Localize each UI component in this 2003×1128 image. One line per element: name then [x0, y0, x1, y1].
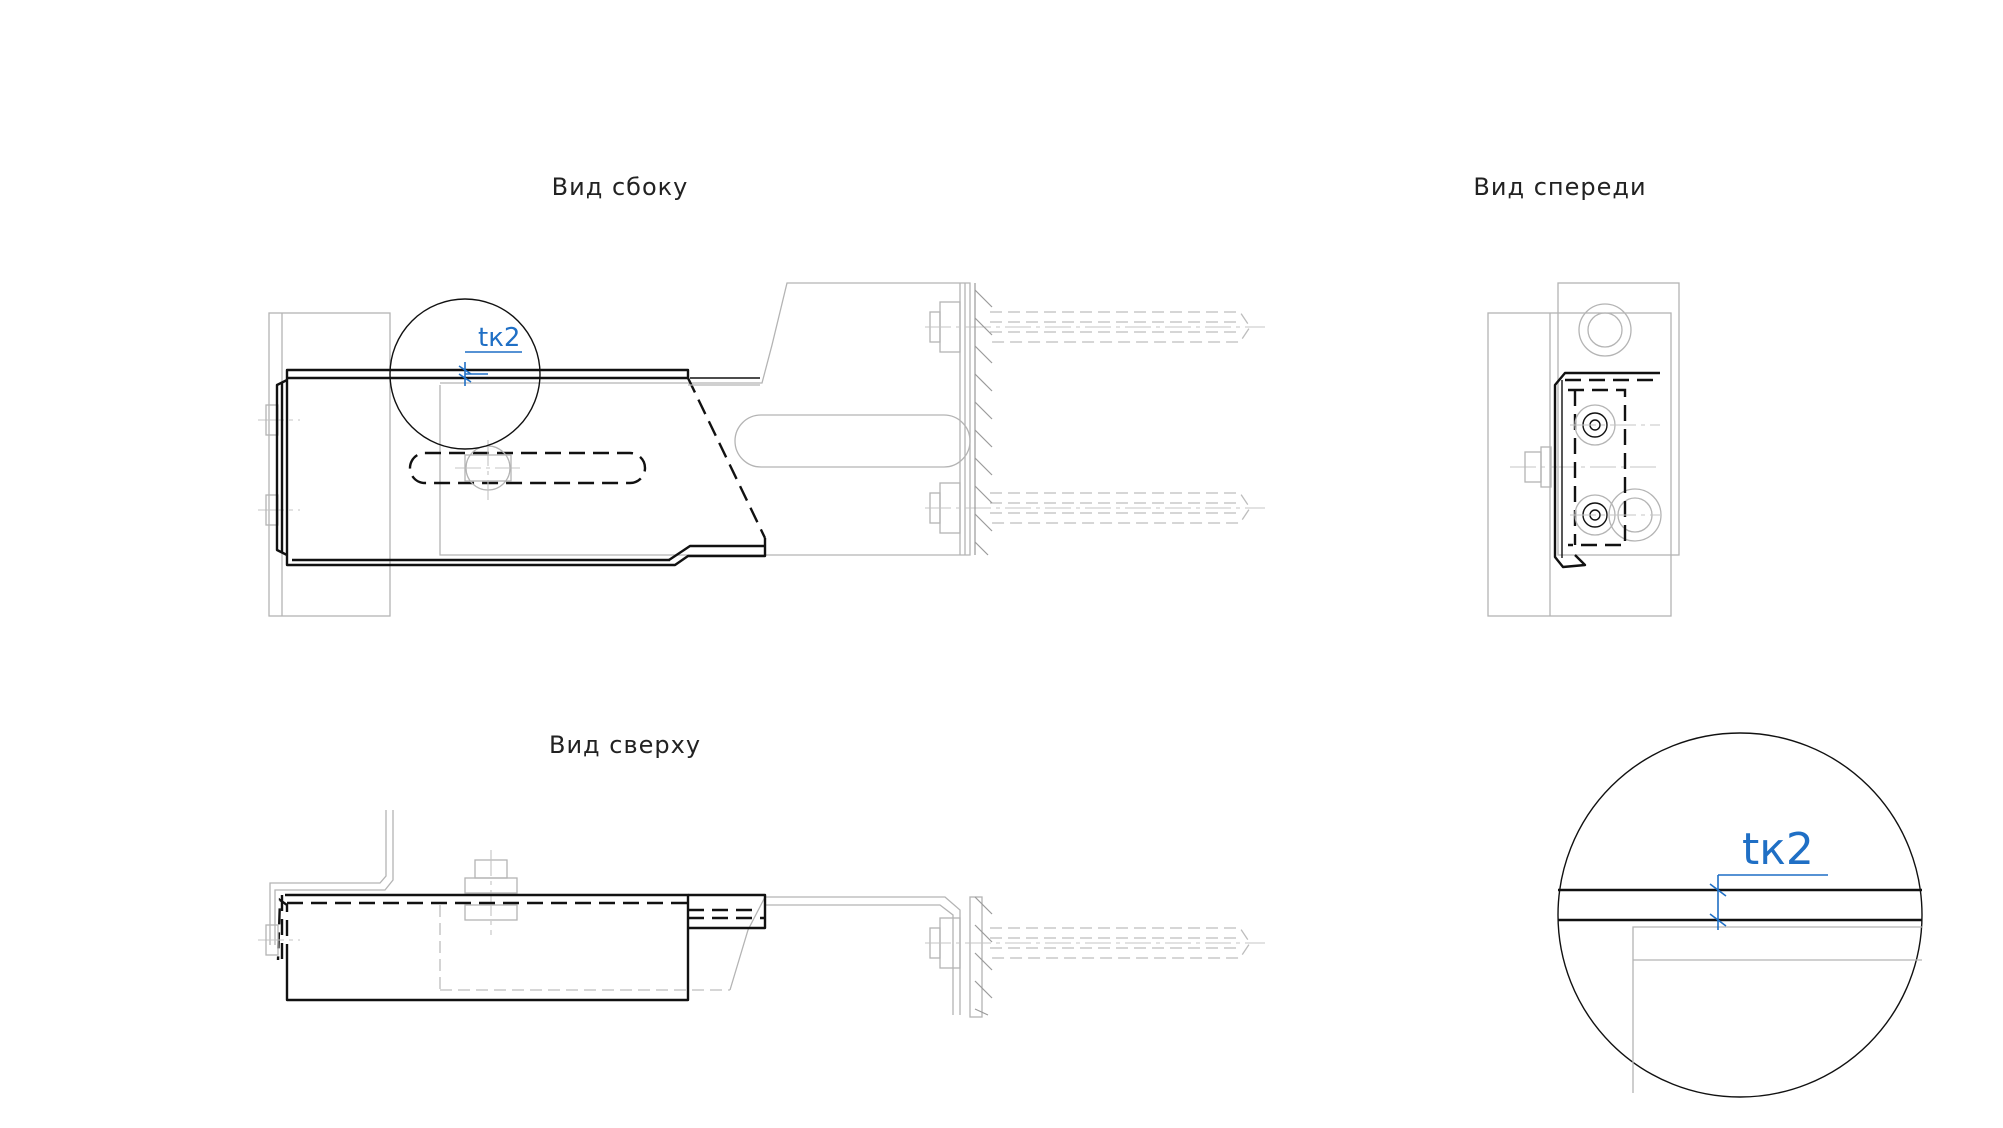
side-view-wall-hatch — [974, 283, 993, 556]
top-view-bracket-part — [258, 893, 767, 1002]
top-view — [258, 810, 1265, 1018]
side-view-thickness-dimension: tк2 — [458, 323, 522, 386]
side-view-thickness-label: tк2 — [478, 323, 520, 353]
side-view-anchor-bottom — [925, 482, 1265, 534]
detail-view-thickness-dimension: tк2 — [1709, 824, 1828, 930]
front-view-title: Вид спереди — [1473, 173, 1646, 201]
top-view-title: Вид сверху — [549, 731, 701, 759]
front-view-bolts — [1570, 404, 1660, 536]
side-view-bracket-part — [275, 368, 767, 567]
detail-view-thickness-label: tк2 — [1742, 824, 1814, 875]
side-view-slot — [408, 440, 647, 500]
front-view — [1487, 282, 1680, 617]
side-view-detail-circle — [389, 298, 541, 450]
front-view-bracket-part — [1553, 371, 1660, 569]
side-view: tк2 — [258, 282, 1265, 617]
top-view-bolt — [464, 850, 518, 935]
detail-view: tк2 — [1557, 732, 1923, 1098]
top-view-anchor — [925, 896, 1265, 1016]
side-view-title: Вид сбоку — [552, 173, 689, 201]
side-view-anchor-top — [925, 301, 1265, 353]
top-view-context — [269, 810, 983, 1018]
